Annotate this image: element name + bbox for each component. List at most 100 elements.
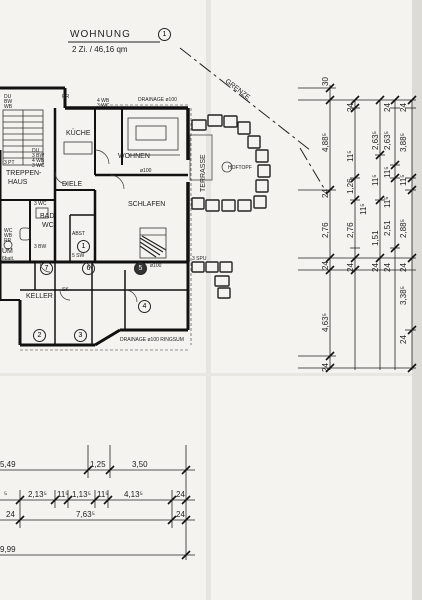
kitchen-counter <box>63 141 93 155</box>
dim-bottom-4135: 4,13⁵ <box>124 490 143 499</box>
room-fragment: UM <box>2 248 13 255</box>
dim-c2-126: 1,26 <box>346 178 355 194</box>
pipe-label-1: ø100 <box>140 168 152 174</box>
unit-number-badge: 1 <box>158 28 171 41</box>
fixture-bw: BW <box>4 99 13 105</box>
dim-c4-24b: 24 <box>383 263 392 272</box>
bed <box>139 227 167 259</box>
dim-c5-3885: 3,88⁵ <box>399 133 408 152</box>
dim-bottom-24b: 24 <box>6 510 15 519</box>
dim-bottom-999: 9,99 <box>0 545 16 554</box>
door-swings <box>39 149 138 303</box>
room-diele: DIELE <box>62 181 83 188</box>
dim-bottom-24c: 24 <box>176 510 185 519</box>
boundary-line <box>179 47 311 151</box>
drainage-top-label: DRAINAGE ø100 <box>138 97 177 103</box>
room-number-7: 7 <box>40 262 53 275</box>
paper-fold <box>206 0 211 600</box>
room-number-5: 5 <box>134 262 147 275</box>
dim-bottom-115a: 11⁵ <box>57 490 69 499</box>
dim-outer-4885: 4,88⁵ <box>321 133 330 152</box>
terrace-stones <box>191 114 271 299</box>
fixture-du-1: DU <box>32 148 40 154</box>
room-number-4: 4 <box>138 300 151 313</box>
fixture-wc-1: 3 WC <box>32 163 45 169</box>
bottom-dimension-chains <box>0 445 195 560</box>
right-dimension-chains <box>298 85 416 370</box>
dim-c3-151: 1,51 <box>371 230 380 246</box>
fixture-note: 6bait. <box>2 256 15 262</box>
fixture-wc-left: WC <box>4 228 13 234</box>
building-walls <box>0 86 190 347</box>
plan-title: WOHNUNG <box>70 29 131 40</box>
dim-c2-24: 24 <box>346 103 355 112</box>
room-keller: KELLER <box>26 293 53 300</box>
dim-c2-115a: 11⁵ <box>346 150 355 162</box>
dim-bottom-125: 1,25 <box>90 460 106 469</box>
dim-c3-2635: 2,63⁵ <box>371 131 380 150</box>
room-wc: WC <box>42 222 54 229</box>
dim-c3-115: 11⁵ <box>371 174 380 186</box>
fixture-bw-1: 3 BW <box>32 153 45 159</box>
spu-label: 3 SPU <box>192 256 207 262</box>
fixture-wc-bad: 3 WC <box>34 201 47 207</box>
room-number-3: 3 <box>74 329 87 342</box>
hoftopf-drain <box>221 161 233 173</box>
drainage-bottom-label: DRAINAGE ø100 RINGSUM <box>120 337 184 343</box>
fixture-wb: 4 WB <box>97 98 110 104</box>
dim-c4-115a: 11⁵ <box>383 166 392 178</box>
fixture-pt: 3 PT <box>4 160 15 166</box>
dim-bottom-24a: 24 <box>176 490 185 499</box>
dim-outer-24c: 24 <box>321 363 330 372</box>
room-number-6: 6 <box>82 262 95 275</box>
sk-label: SK <box>62 287 69 293</box>
dim-bottom-7635: 7,63⁵ <box>76 510 95 519</box>
dim-c5-3385: 3,38⁵ <box>399 286 408 305</box>
bed-hatch <box>139 235 167 258</box>
dim-bottom-r2a: ⁵ <box>4 490 8 499</box>
living-furniture <box>127 117 180 156</box>
dim-outer-24b: 24 <box>321 261 330 270</box>
fixture-wc: 3 WC <box>97 103 110 109</box>
dim-bottom-2135: 2,13⁵ <box>28 490 47 499</box>
fixture-bw-bad: 3 BW <box>34 244 47 250</box>
dim-bottom-1135: 1,13⁵ <box>72 490 91 499</box>
dim-c2-276: 2,76 <box>346 222 355 238</box>
room-schlafen: SCHLAFEN <box>128 201 166 208</box>
room-wohnen: WOHNEN <box>118 153 150 160</box>
room-number-1: 1 <box>77 240 90 253</box>
dim-outer-24a: 24 <box>321 189 330 198</box>
dim-bottom-549: 5,49 <box>0 460 16 469</box>
dim-outer-4635: 4,63⁵ <box>321 313 330 332</box>
pipe-label-2: ø100 <box>150 263 162 269</box>
dim-bottom-115b: 11⁵ <box>97 490 109 499</box>
fixture-rr: RR <box>62 94 70 100</box>
fixture-wb-1: 4 WB <box>32 158 45 164</box>
dimension-ticks <box>325 83 417 373</box>
bottom-dimension-ticks <box>15 465 191 560</box>
room-kueche: KÜCHE <box>66 130 91 137</box>
dim-c5-115: 11⁵ <box>399 174 408 186</box>
dim-c5-24b: 24 <box>399 263 408 272</box>
dim-c5-24: 24 <box>399 103 408 112</box>
dim-c4-251: 2,51 <box>383 220 392 236</box>
terrace-label: TERRASSE <box>200 154 207 192</box>
dim-c4-24: 24 <box>383 103 392 112</box>
dim-c5-24c: 24 <box>399 335 408 344</box>
dim-outer-276: 2,76 <box>321 222 330 238</box>
dim-c3-24: 24 <box>371 263 380 272</box>
bath-fixtures <box>3 207 49 250</box>
dim-c4-2635: 2,63⁵ <box>383 131 392 150</box>
room-bad: BAD <box>40 213 55 220</box>
dim-outer-top: 30 <box>321 77 330 86</box>
hoftopf-label: HOFTOPF <box>228 165 252 171</box>
fixture-du: DU <box>4 94 12 100</box>
fixture-rr-left: RR <box>4 238 12 244</box>
fixture-wb-left: WB <box>4 104 13 110</box>
dim-c2-24b: 24 <box>346 263 355 272</box>
staircase <box>2 109 44 166</box>
fixture-sw: 5 SW <box>72 253 85 259</box>
room-treppenhaus-line2: HAUS <box>8 179 28 186</box>
